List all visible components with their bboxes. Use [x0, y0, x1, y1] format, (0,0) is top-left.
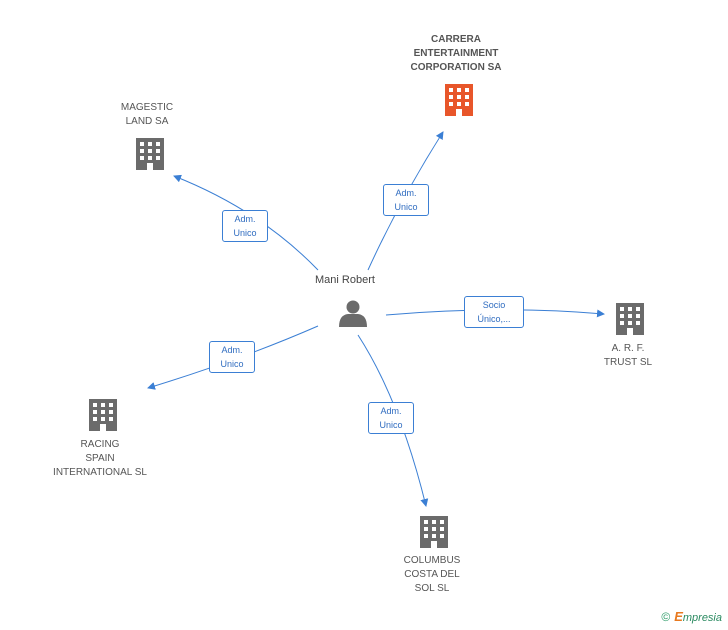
building-icon[interactable]: [616, 303, 644, 335]
label-line: COSTA DEL: [404, 569, 460, 580]
label-line: INTERNATIONAL SL: [53, 467, 147, 478]
edge-label-line: Adm.: [221, 345, 243, 355]
label-line: CARRERA: [431, 34, 481, 45]
label-line: COLUMBUS: [403, 555, 461, 566]
edge-label-line: Adm.: [380, 406, 402, 416]
building-icon[interactable]: [445, 84, 473, 116]
edge-label-line: Unico: [233, 228, 257, 238]
edge-label-line: Unico: [394, 202, 418, 212]
label-line: CORPORATION SA: [410, 62, 502, 73]
label-line: TRUST SL: [603, 357, 653, 368]
edge-label-magestic: Adm. Unico: [222, 210, 268, 242]
edge-label-line: Adm.: [234, 214, 256, 224]
edge-label-line: Unico: [220, 359, 244, 369]
company-label-arf[interactable]: A. R. F. TRUST SL: [588, 342, 668, 370]
company-label-magestic[interactable]: MAGESTIC LAND SA: [107, 101, 187, 129]
edge-label-columbus: Adm. Unico: [368, 402, 414, 434]
company-label-carrera[interactable]: CARRERA ENTERTAINMENT CORPORATION SA: [388, 33, 524, 75]
building-icon[interactable]: [89, 399, 117, 431]
edge-label-line: Socio: [482, 300, 506, 310]
edge-label-line: Único,...: [477, 314, 511, 324]
brand-name: mpresia: [682, 612, 722, 624]
edge-label-racing: Adm. Unico: [209, 341, 255, 373]
label-line: RACING: [80, 439, 120, 450]
label-line: SPAIN: [85, 453, 115, 464]
label-line: SOL SL: [414, 583, 450, 594]
edge-label-line: Unico: [379, 420, 403, 430]
building-icon[interactable]: [136, 138, 164, 170]
person-label[interactable]: Mani Robert: [315, 274, 375, 286]
label-line: A. R. F.: [611, 343, 645, 354]
label-line: LAND SA: [125, 116, 169, 127]
label-line: ENTERTAINMENT: [413, 48, 499, 59]
edge-label-line: Adm.: [395, 188, 417, 198]
building-icon[interactable]: [420, 516, 448, 548]
label-line: MAGESTIC: [120, 102, 174, 113]
company-label-racing[interactable]: RACING SPAIN INTERNATIONAL SL: [40, 438, 160, 480]
person-icon[interactable]: [339, 300, 367, 328]
edge-label-carrera: Adm. Unico: [383, 184, 429, 216]
brand-logo: Empresia: [674, 609, 722, 624]
company-label-columbus[interactable]: COLUMBUS COSTA DEL SOL SL: [386, 554, 478, 596]
copyright-icon: ©: [661, 609, 671, 624]
empresia-watermark: © Empresia: [661, 609, 722, 624]
brand-initial: E: [674, 609, 683, 624]
edge-label-arf: Socio Único,...: [464, 296, 524, 328]
